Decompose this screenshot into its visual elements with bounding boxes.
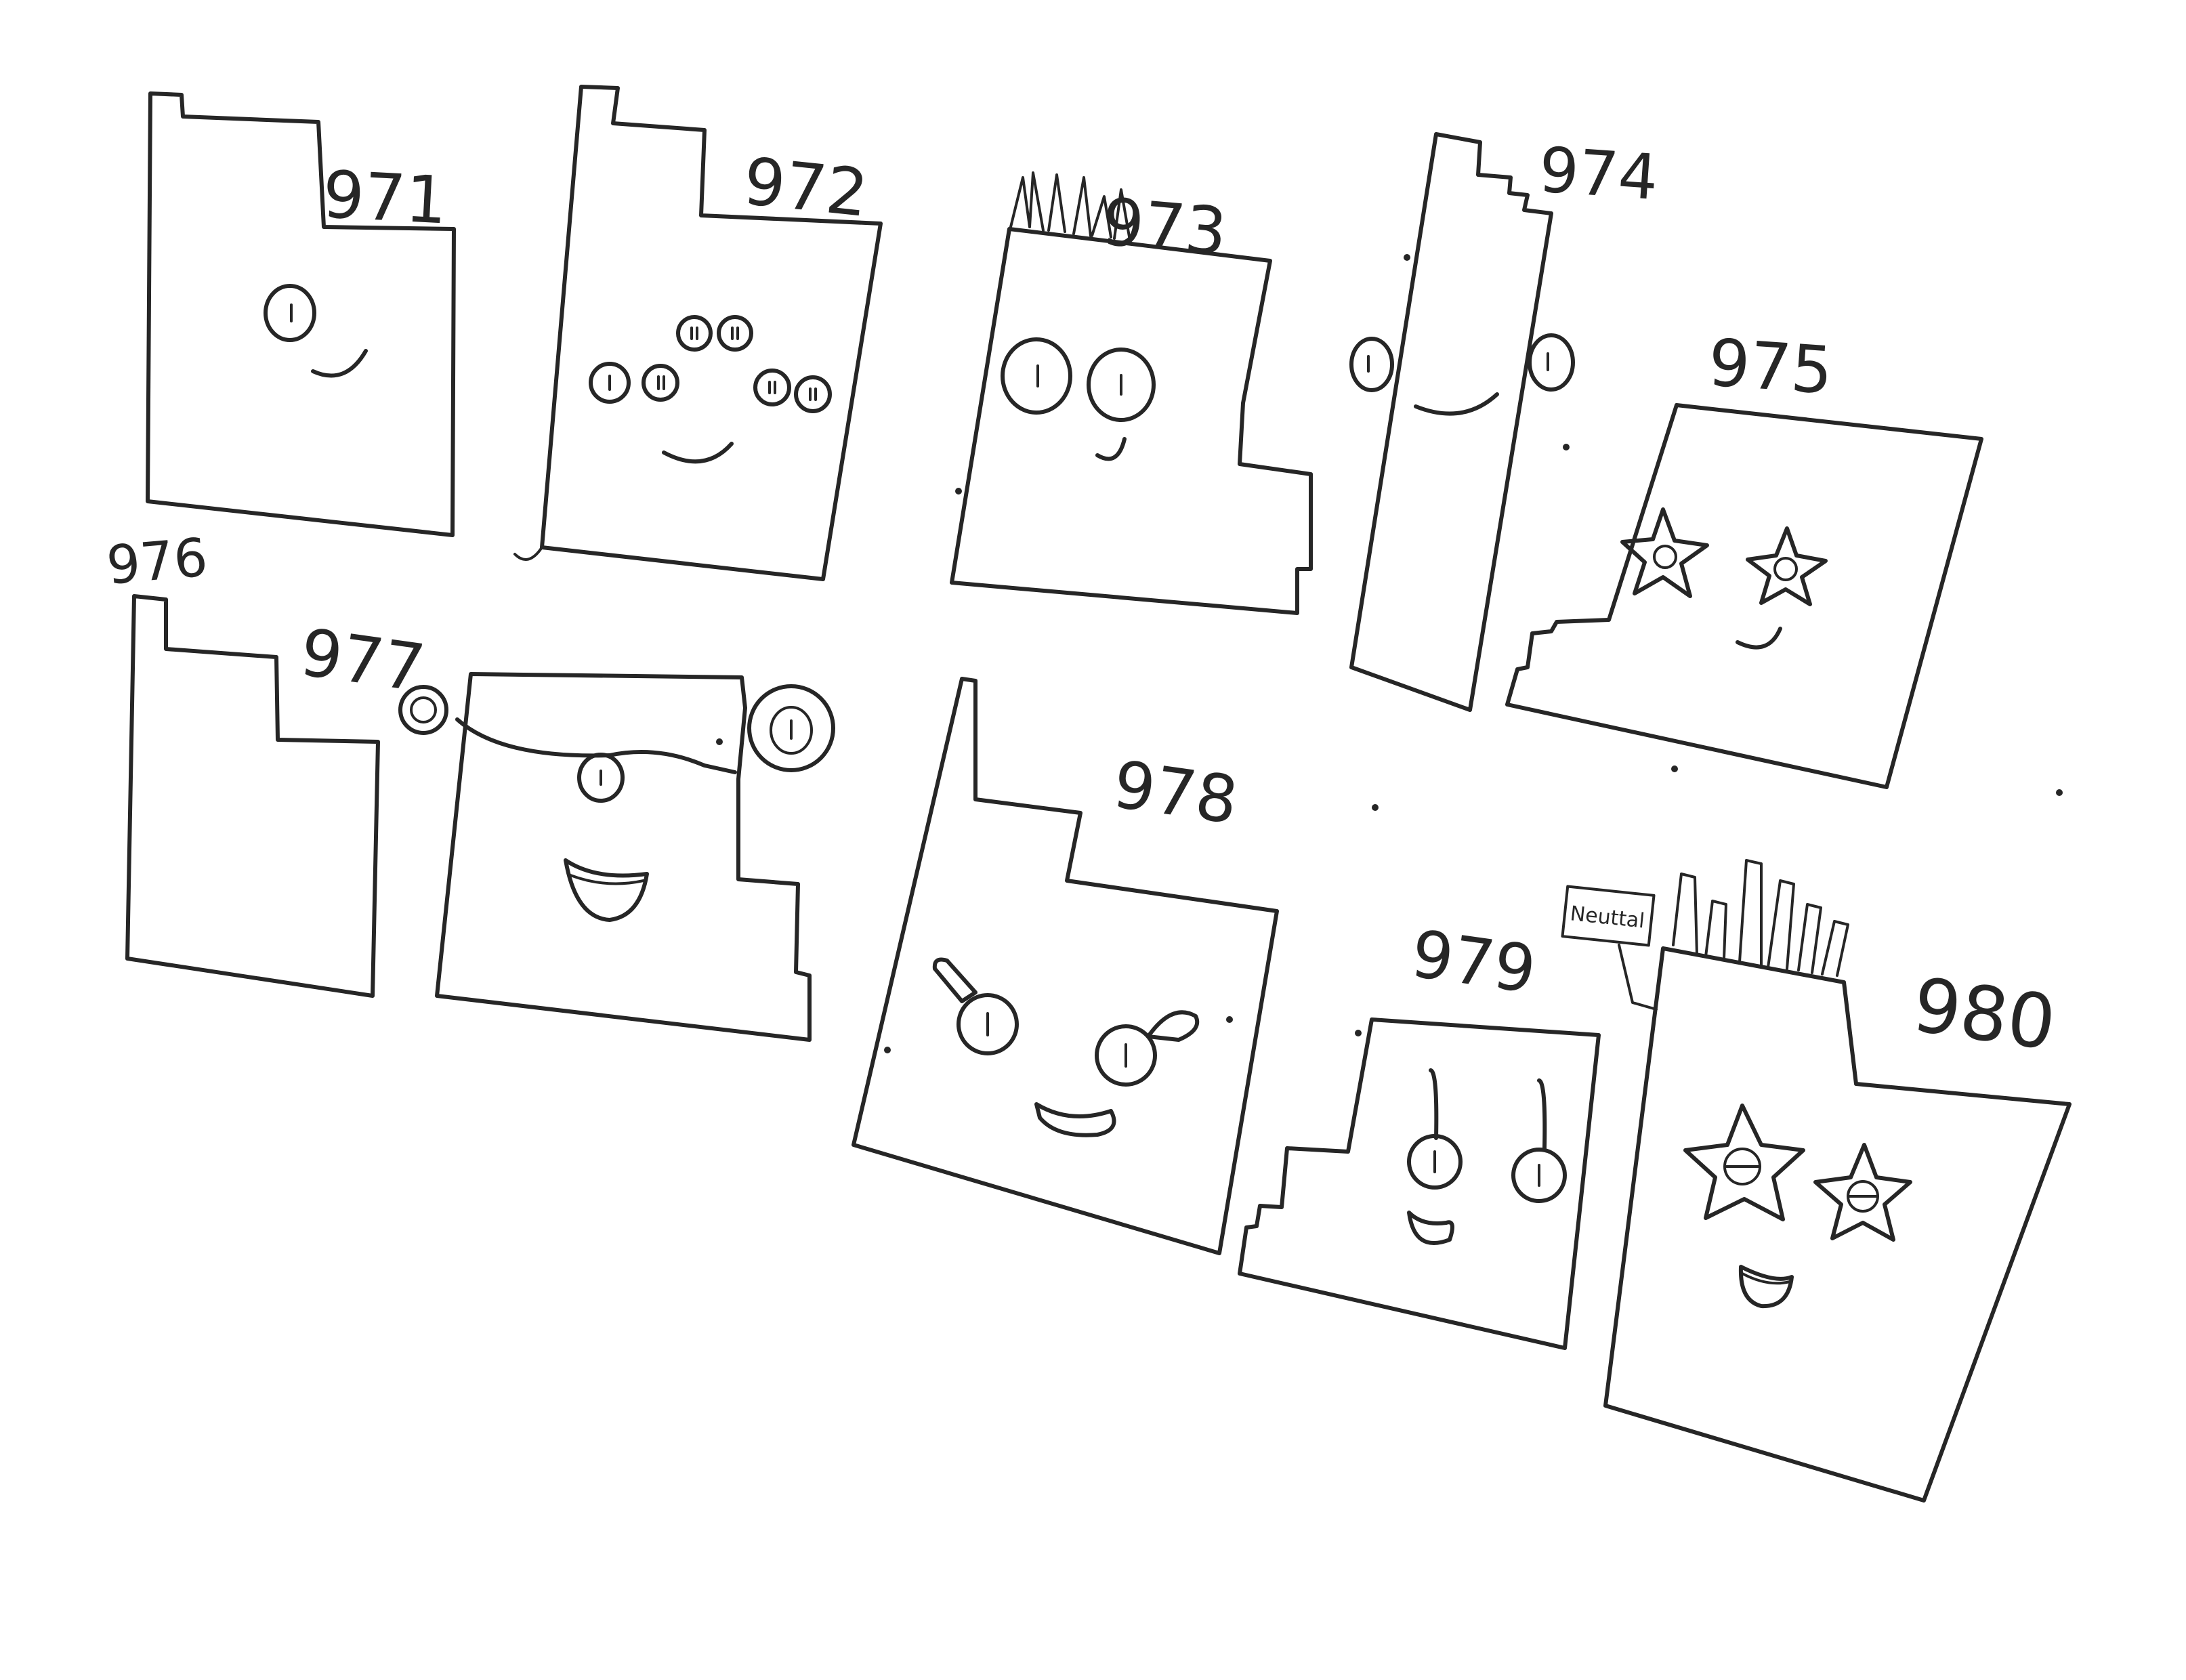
smile xyxy=(311,349,368,378)
number-label: 973 xyxy=(1099,184,1229,270)
body-outline xyxy=(125,594,380,998)
mouth xyxy=(1034,1102,1116,1137)
body-outline xyxy=(950,227,1313,615)
character-979: 979 Neuttal xyxy=(1238,885,1658,1350)
mouth xyxy=(1407,1211,1454,1245)
center-eye xyxy=(577,753,625,803)
left-star-eye xyxy=(1620,507,1709,598)
number-label: 980 xyxy=(1908,961,2061,1067)
character-974: 974 xyxy=(1349,132,1660,712)
big-eye xyxy=(747,684,835,772)
number-label: 979 xyxy=(1407,916,1540,1008)
left-eye xyxy=(957,993,1019,1055)
mouth xyxy=(1738,1265,1794,1309)
crown-fries xyxy=(1672,859,1849,977)
character-980: 980 xyxy=(1603,859,2072,1503)
body-outline xyxy=(540,85,883,581)
left-eye xyxy=(1407,1134,1463,1190)
ink-speckles xyxy=(716,254,2063,1053)
character-978: 978 xyxy=(852,677,1279,1255)
body-outline xyxy=(852,677,1279,1255)
number-label: 972 xyxy=(740,143,872,232)
character-975: 975 xyxy=(1505,324,1983,789)
right-eye xyxy=(1528,333,1575,392)
forehead-curve xyxy=(455,717,737,774)
left-eye xyxy=(1001,337,1072,415)
body-outline xyxy=(1238,1017,1601,1350)
right-star-eye xyxy=(1813,1143,1912,1242)
eye xyxy=(264,284,316,342)
right-eye xyxy=(1095,1024,1157,1087)
eyes-cluster xyxy=(589,315,832,413)
character-977: 977 xyxy=(296,614,835,1042)
body-outline xyxy=(1603,946,2072,1503)
crown-fries xyxy=(1009,171,1131,242)
body-outline xyxy=(146,91,456,537)
name-tag: Neuttal xyxy=(1561,885,1658,1011)
name-tag-text: Neuttal xyxy=(1569,902,1645,933)
right-eye-stalk xyxy=(1537,1078,1547,1150)
number-label: 971 xyxy=(321,156,449,238)
mouth xyxy=(564,858,649,922)
smile xyxy=(1414,392,1499,416)
smile xyxy=(1736,627,1782,650)
right-eye xyxy=(1511,1148,1567,1203)
number-label: 975 xyxy=(1706,324,1835,409)
right-eyebrow xyxy=(1146,1010,1200,1042)
number-label: 974 xyxy=(1536,133,1660,214)
character-973: 973 xyxy=(950,171,1313,615)
number-label: 976 xyxy=(104,527,210,597)
character-976: 976 xyxy=(104,527,380,998)
small-eye xyxy=(398,685,448,735)
character-972: 972 xyxy=(513,85,883,581)
left-eyebrow xyxy=(932,957,978,1003)
number-label: 978 xyxy=(1109,747,1242,839)
body-outline xyxy=(1349,132,1553,712)
left-eye xyxy=(1349,337,1394,392)
character-971: 971 xyxy=(146,91,456,537)
right-star-eye xyxy=(1746,526,1828,606)
left-star-eye xyxy=(1683,1104,1805,1221)
body-outline xyxy=(435,672,812,1042)
body-outline xyxy=(1505,403,1983,789)
left-eye-stalk xyxy=(1429,1068,1439,1140)
smile xyxy=(662,442,734,464)
smile xyxy=(1095,437,1127,461)
right-eye xyxy=(1087,348,1156,422)
